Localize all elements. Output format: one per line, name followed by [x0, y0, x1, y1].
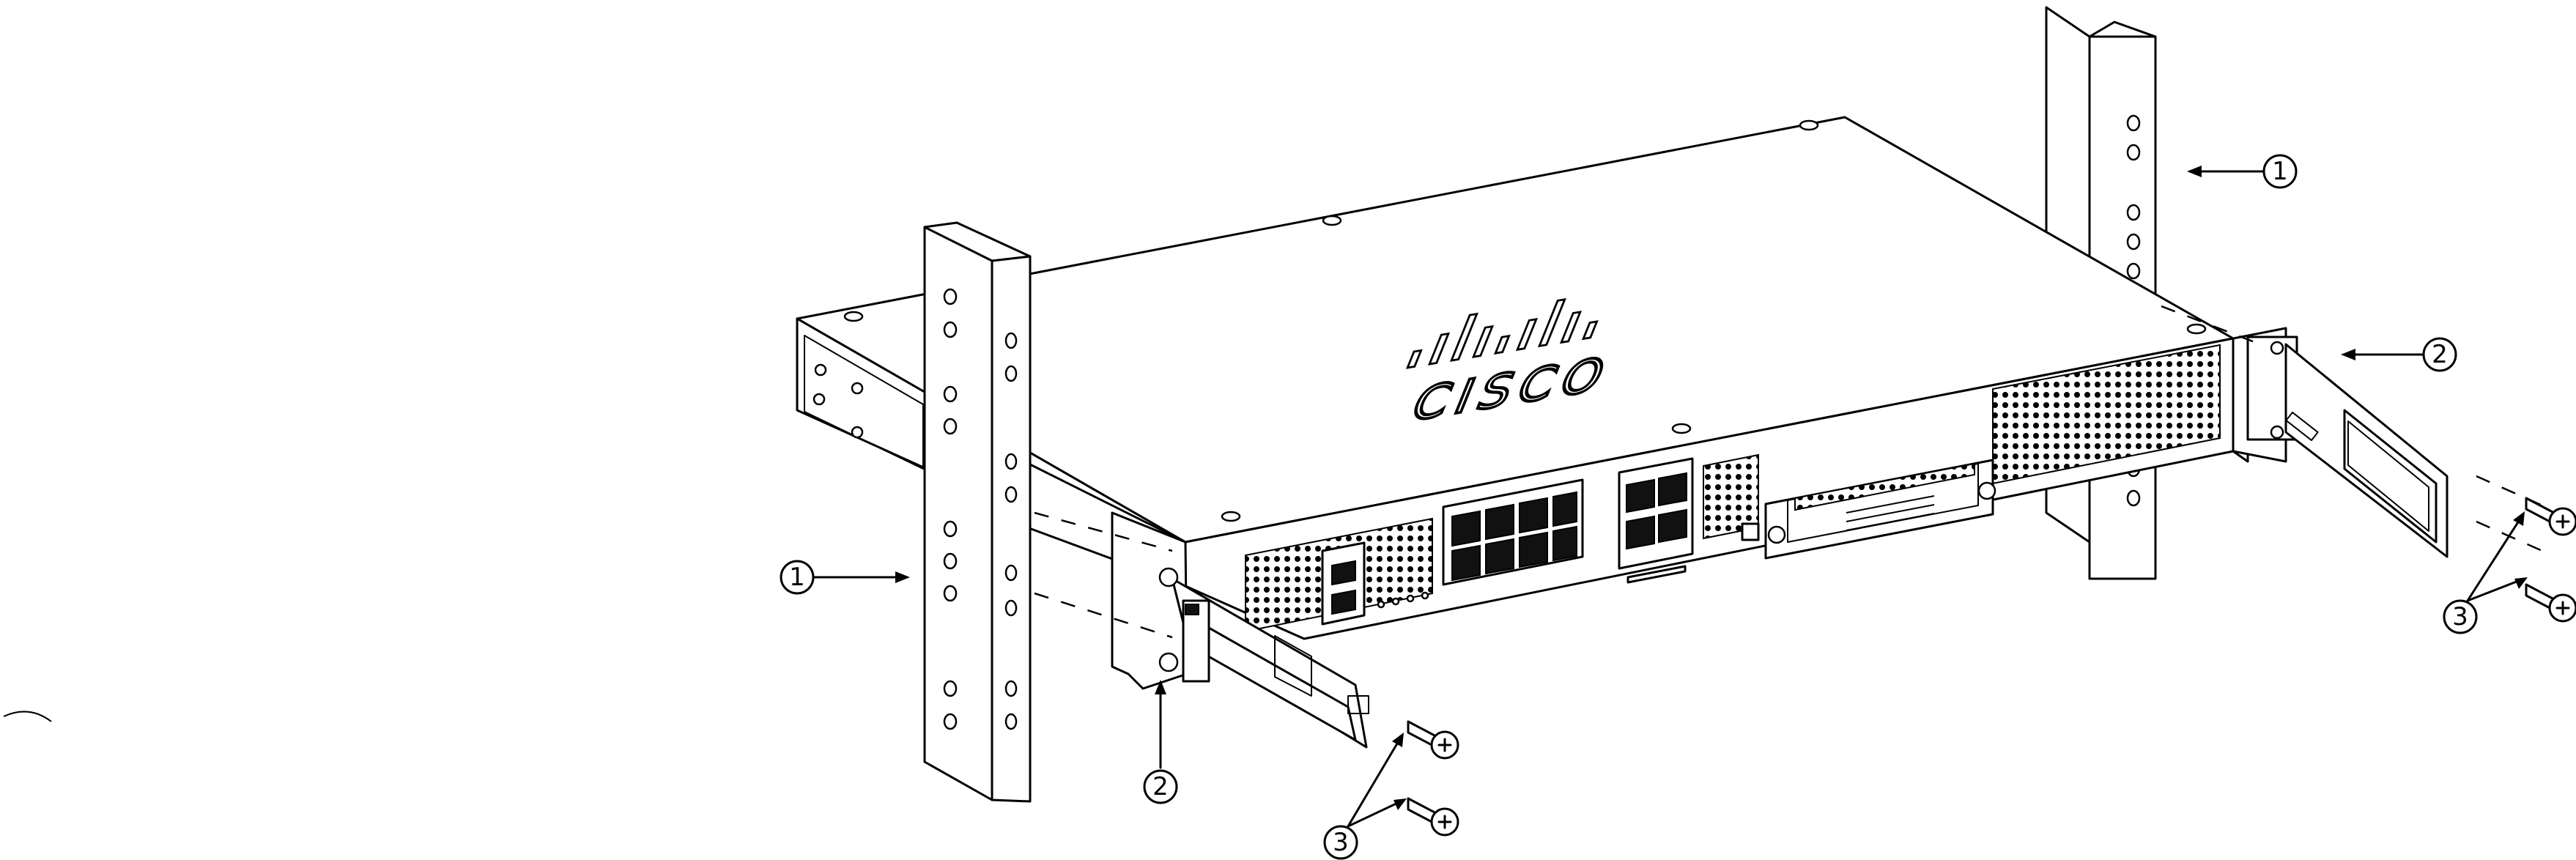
top-screws	[843, 119, 2207, 522]
callout-bracket-right: 2	[2341, 337, 2457, 372]
svg-text:2: 2	[2432, 340, 2448, 369]
rack-rail-left-holes	[943, 288, 1018, 730]
rj45-port-block	[1442, 478, 1584, 586]
sfp-ports	[1618, 457, 1694, 584]
callouts: 1 1 2 2 3	[780, 154, 2528, 860]
screws-left	[1407, 720, 1459, 837]
rack-rail-left	[923, 221, 1032, 803]
svg-text:1: 1	[2272, 157, 2288, 186]
svg-text:1: 1	[789, 563, 805, 592]
screw	[2525, 583, 2576, 623]
network-module	[1764, 459, 1996, 560]
screws-right	[2525, 497, 2576, 623]
status-leds	[1377, 591, 1429, 609]
callout-screws-left: 3	[1323, 733, 1407, 860]
screw	[1407, 720, 1459, 760]
reset-button	[1741, 522, 1760, 541]
screw	[2525, 497, 2576, 536]
mounting-bracket-left	[1026, 461, 1369, 749]
front-vent-right	[1992, 344, 2221, 485]
callout-rack-rail-left: 1	[780, 560, 910, 595]
svg-text:3: 3	[2452, 602, 2468, 631]
cisco-logo-bars	[1405, 298, 1599, 369]
callout-screws-right: 3	[2443, 511, 2528, 634]
callout-rack-rail-right: 1	[2187, 154, 2298, 189]
stray-mark	[3, 711, 52, 722]
screw	[1407, 797, 1459, 837]
mounting-bracket-right	[2232, 327, 2449, 558]
chassis: CISCO	[796, 116, 2249, 640]
console-port	[1321, 541, 1366, 626]
svg-text:3: 3	[1333, 828, 1349, 857]
callout-bracket-left: 2	[1143, 680, 1178, 804]
svg-text:2: 2	[1152, 772, 1169, 801]
